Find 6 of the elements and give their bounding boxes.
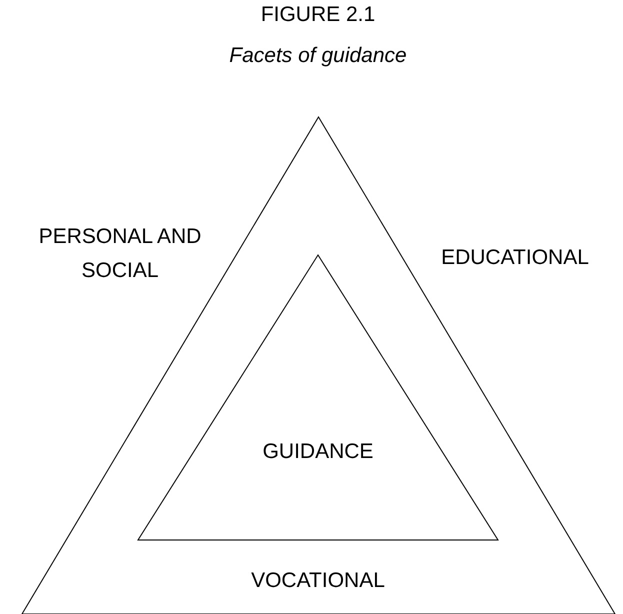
facet-label: VOCATIONAL xyxy=(250,568,386,594)
figure-caption: Facets of guidance xyxy=(228,43,408,69)
node-label: GUIDANCE xyxy=(262,439,374,465)
facet-label: PERSONAL AND SOCIAL xyxy=(38,224,202,284)
facet-label: EDUCATIONAL xyxy=(440,245,590,271)
figure-title: FIGURE 2.1 xyxy=(260,2,376,28)
